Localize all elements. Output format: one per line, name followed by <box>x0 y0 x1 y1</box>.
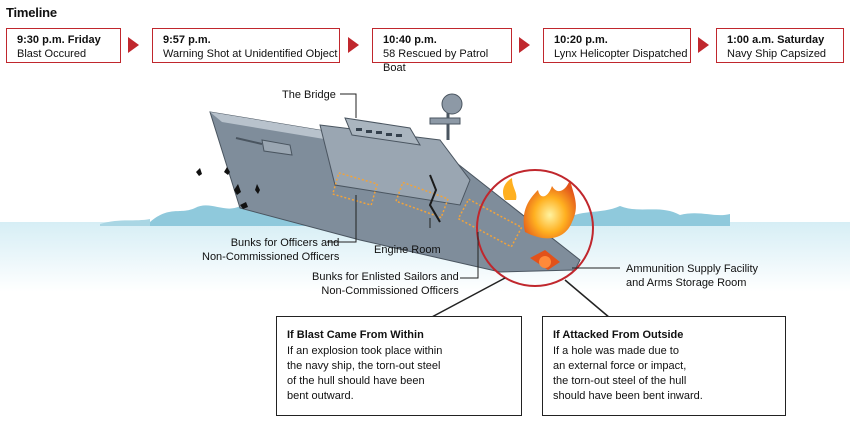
timeline-arrow-icon <box>128 37 139 53</box>
bunks-officers-compartment <box>331 171 379 207</box>
fire <box>502 178 576 239</box>
label-ammunition-supply: Ammunition Supply Facility and Arms Stor… <box>626 262 758 290</box>
engine-room-compartment <box>395 181 449 219</box>
mast-platform <box>429 117 461 125</box>
info-line: the torn-out steel of the hull <box>553 375 687 387</box>
timeline-arrow-icon <box>698 37 709 53</box>
timeline-time: 9:57 p.m. <box>163 34 211 46</box>
timeline-title: Timeline <box>6 5 57 20</box>
timeline-time: 10:20 p.m. <box>554 34 608 46</box>
fire-flames-small <box>502 178 517 200</box>
label-line: Ammunition Supply Facility <box>626 263 759 275</box>
info-line: If an explosion took place within <box>287 345 443 357</box>
info-line: of the hull should have been <box>287 375 425 387</box>
bunks-enlisted-compartment <box>457 198 523 248</box>
info-line: the navy ship, the torn-out steel <box>287 360 441 372</box>
connector-line <box>429 277 506 319</box>
ship-windows <box>356 128 402 137</box>
label-bunks-enlisted: Bunks for Enlisted Sailors and Non-Commi… <box>312 270 459 298</box>
info-line: If a hole was made due to <box>553 345 679 357</box>
label-line: and Arms Storage Room <box>626 277 747 289</box>
leader-bunks-enlisted <box>460 232 479 279</box>
info-title: If Attacked From Outside <box>553 329 684 341</box>
timeline-event-text: Lynx Helicopter Dispatched <box>554 48 688 60</box>
label-line: Bunks for Officers and <box>230 237 340 249</box>
wave-splash <box>100 219 150 226</box>
info-line: bent outward. <box>287 390 354 402</box>
timeline-event-text: Navy Ship Capsized <box>727 48 827 60</box>
ship-superstructure <box>319 124 471 206</box>
info-box-outside: If Attacked From Outside If a hole was m… <box>542 316 786 416</box>
label-line: Non-Commissioned Officers <box>321 285 459 297</box>
timeline-arrow-icon <box>348 37 359 53</box>
timeline-event-text: 58 Rescued by Patrol Boat <box>383 48 489 74</box>
info-box-within: If Blast Came From Within If an explosio… <box>276 316 522 416</box>
ship-bridge <box>344 117 421 146</box>
timeline-event-4: 10:20 p.m. Lynx Helicopter Dispatched <box>543 28 691 63</box>
radar-dome <box>441 93 463 115</box>
ship <box>209 93 581 273</box>
label-the-bridge: The Bridge <box>282 89 336 101</box>
explosion-core <box>539 256 551 268</box>
info-title: If Blast Came From Within <box>287 329 424 341</box>
timeline-time: 10:40 p.m. <box>383 34 437 46</box>
timeline-time: 1:00 a.m. Saturday <box>727 34 825 46</box>
timeline-event-2: 9:57 p.m. Warning Shot at Unidentified O… <box>152 28 340 63</box>
hull-crack <box>428 174 441 223</box>
timeline-event-text: Blast Occured <box>17 48 87 60</box>
label-line: Non-Commissioned Officers <box>202 251 340 263</box>
gun-barrel <box>235 137 263 145</box>
label-bunks-officers: Bunks for Officers and Non-Commissioned … <box>202 236 339 264</box>
wave-splash <box>560 206 730 226</box>
timeline-arrow-icon <box>519 37 530 53</box>
label-engine-room: Engine Room <box>374 244 441 256</box>
timeline-time: 9:30 p.m. Friday <box>17 34 101 46</box>
fire-flames <box>523 180 576 239</box>
leader-bridge <box>340 93 357 118</box>
timeline-event-3: 10:40 p.m. 58 Rescued by Patrol Boat <box>372 28 512 74</box>
detail-circle <box>476 169 594 287</box>
connector-line <box>564 279 611 319</box>
info-line: an external force or impact, <box>553 360 687 372</box>
timeline-event-1: 9:30 p.m. Friday Blast Occured <box>6 28 121 63</box>
leader-bunks-officers <box>327 195 357 243</box>
timeline-event-text: Warning Shot at Unidentified Object <box>163 48 338 60</box>
timeline-event-5: 1:00 a.m. Saturday Navy Ship Capsized <box>716 28 844 63</box>
label-line: Bunks for Enlisted Sailors and <box>312 271 459 283</box>
gun-turret <box>261 139 293 156</box>
people-icons <box>196 167 260 209</box>
info-line: should have been bent inward. <box>553 390 703 402</box>
wave-splash <box>150 205 330 226</box>
